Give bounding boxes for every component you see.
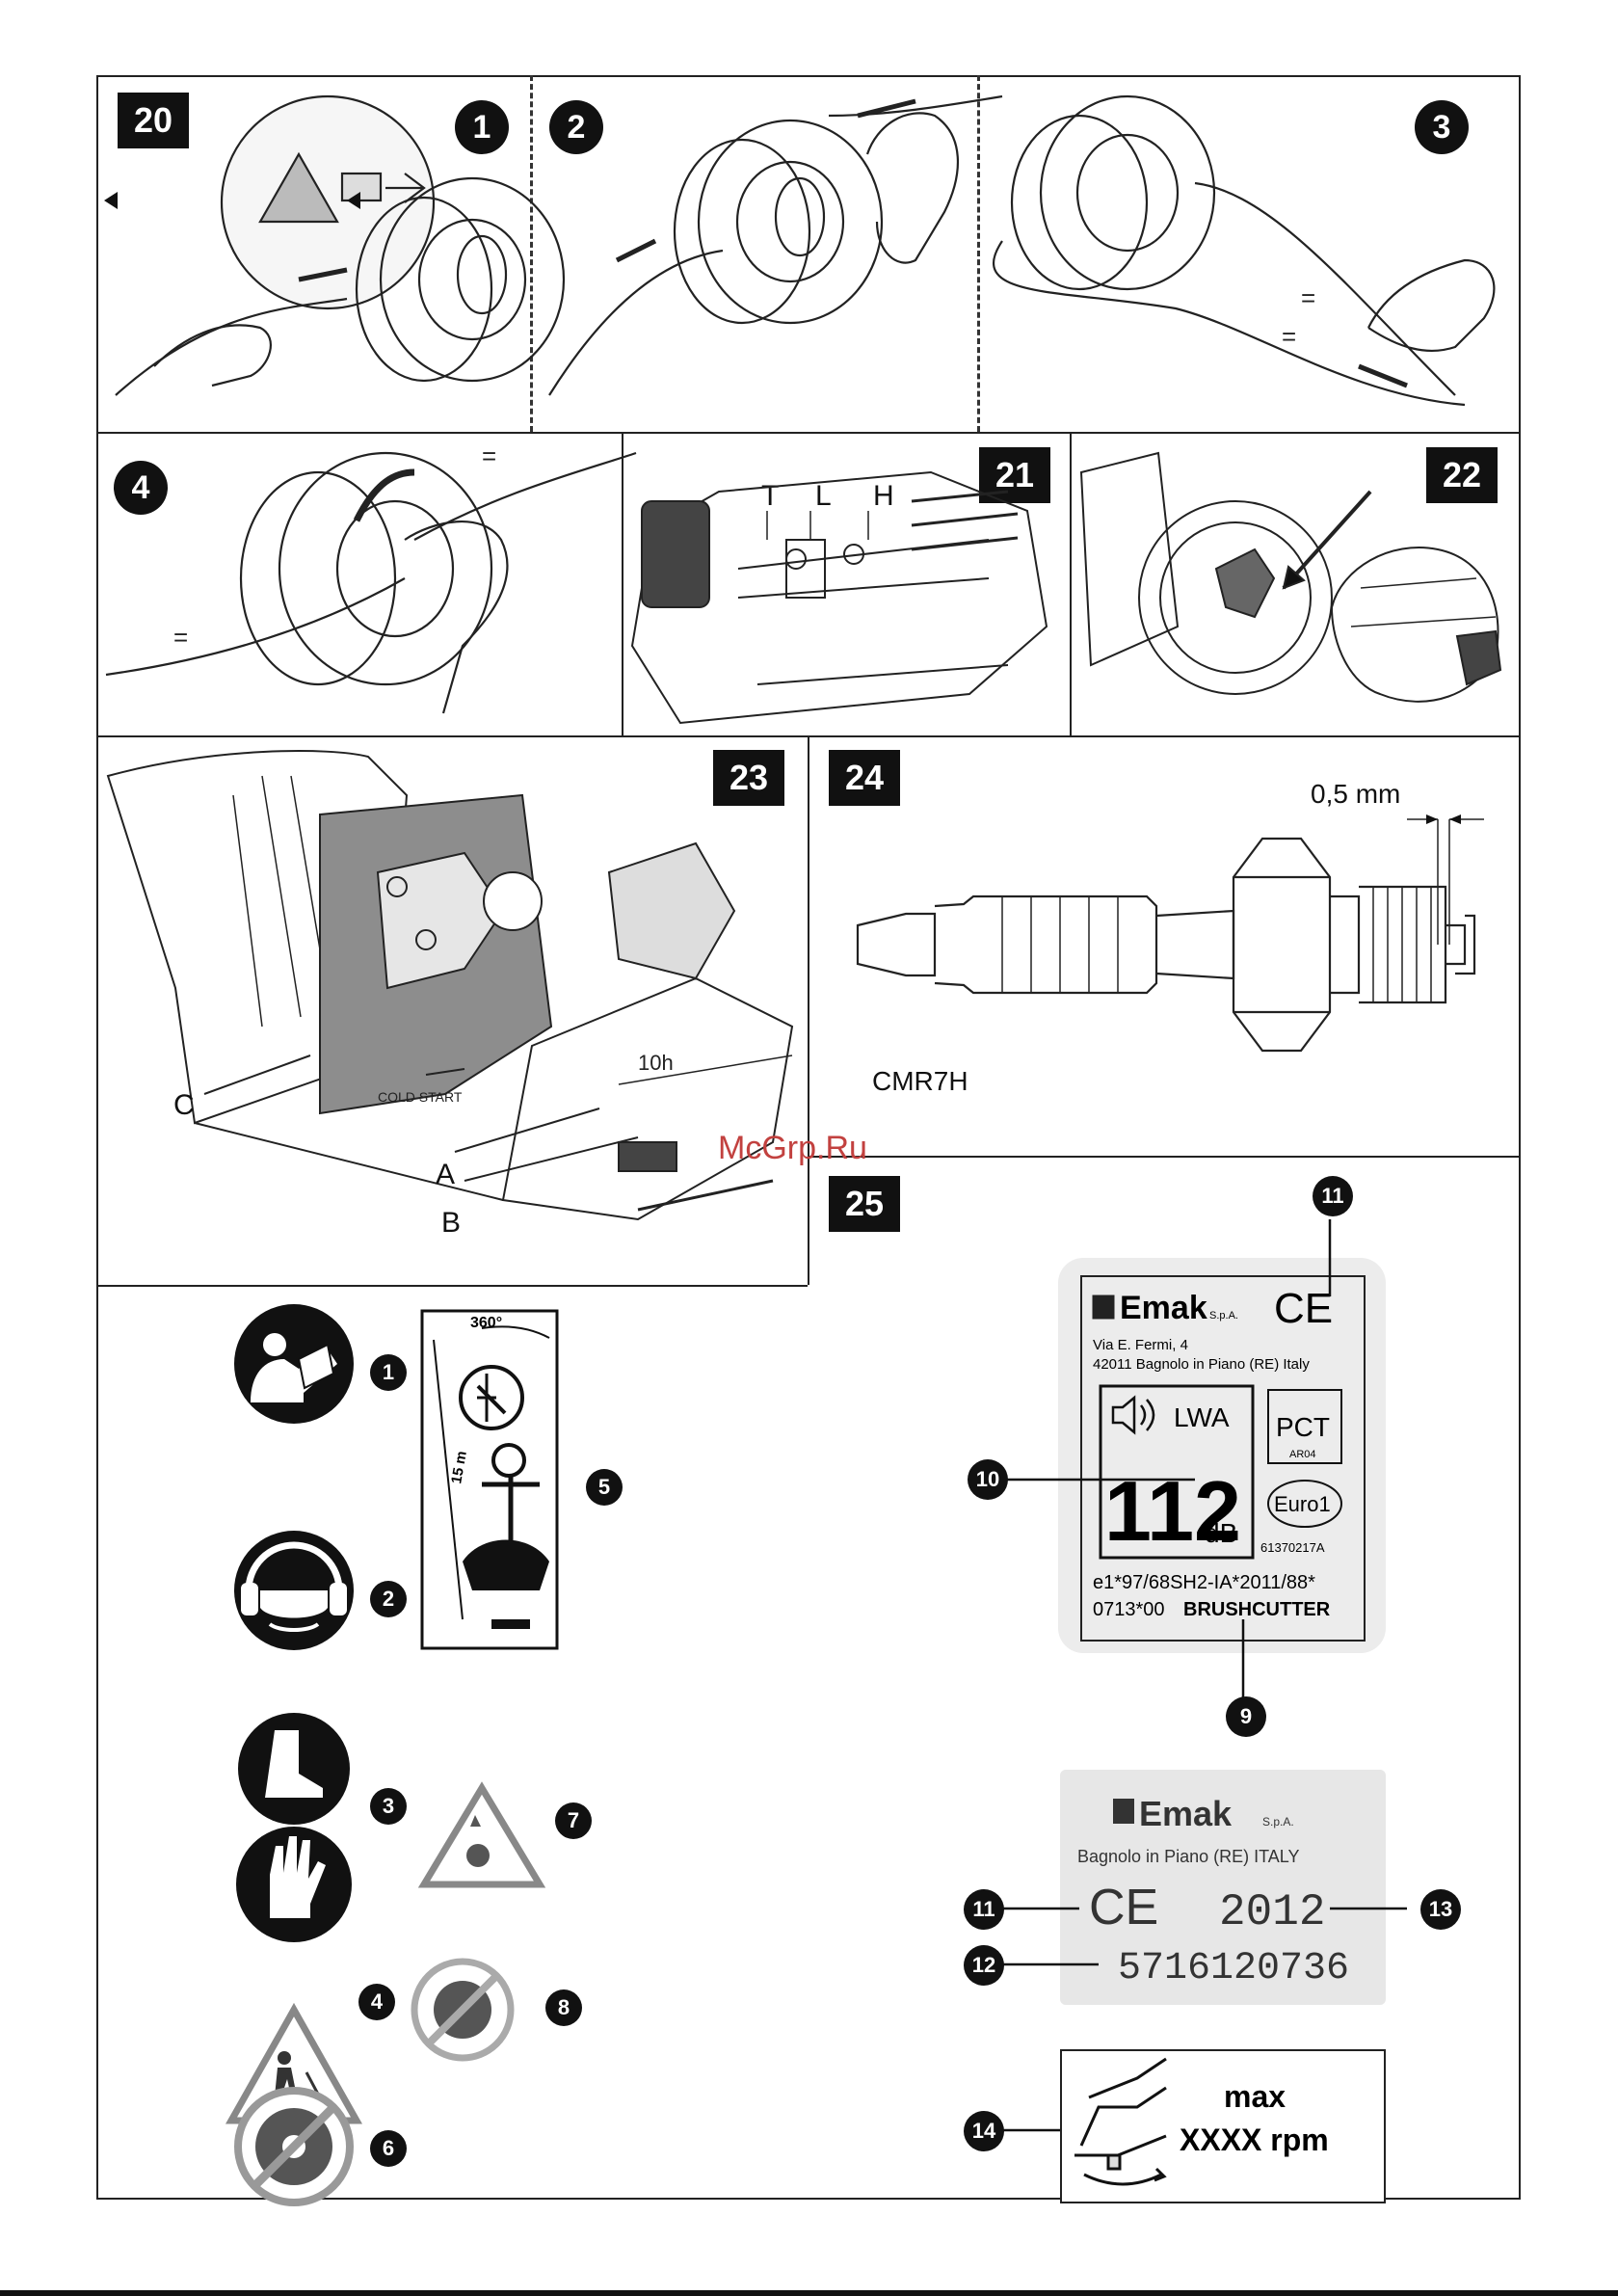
serial-plate-address: Bagnolo in Piano (RE) ITALY	[1077, 1847, 1299, 1866]
cutting-head-icon	[1074, 2057, 1167, 2186]
figure-badge-20: 20	[118, 93, 189, 148]
safety-symbols: 360° 15 m	[225, 1304, 559, 2206]
divider	[622, 432, 623, 735]
symbol-callout-6: 6	[370, 2130, 407, 2167]
divider	[808, 1156, 1521, 1158]
plate2-leaders	[991, 1907, 1407, 1966]
symbol-callout-4: 4	[358, 1984, 395, 2020]
label-b: B	[441, 1207, 462, 1239]
plate-brand: Emak	[1120, 1290, 1207, 1326]
electrode-gap-label: 0,5 mm	[1311, 779, 1401, 809]
plate-euro-mark: Euro1	[1274, 1492, 1331, 1516]
serial-plate-ce: CE	[1089, 1880, 1158, 1936]
svg-text:=: =	[482, 441, 496, 470]
distance-label: 15 m	[448, 1450, 470, 1485]
max-rpm-callout-14: 14	[964, 2111, 1004, 2151]
svg-text:=: =	[173, 623, 188, 652]
air-filter-illustration	[1079, 451, 1502, 703]
figure-badge-23: 23	[713, 750, 784, 806]
rating-plate	[1058, 1258, 1386, 1653]
step-3: 3	[1415, 100, 1469, 154]
label-a: A	[436, 1159, 456, 1190]
thrown-objects-warning-icon	[417, 1781, 546, 1888]
watermark: McGrp.Ru	[718, 1130, 867, 1166]
label-c: C	[173, 1089, 195, 1121]
trimmer-head-illustrations: == ==	[104, 94, 1496, 714]
serial-plate-year: 2012	[1219, 1887, 1325, 1937]
symbol-callout-8: 8	[545, 1989, 582, 2026]
hazard-zone-15m-icon	[420, 1309, 559, 1650]
serial-plate-brand: Emak	[1139, 1794, 1233, 1833]
no-metal-blade-icon	[411, 1958, 515, 2062]
plate-lwa-unit: dB	[1205, 1518, 1237, 1548]
symbol-callout-7: 7	[555, 1802, 592, 1839]
plate-callout-10: 10	[968, 1459, 1008, 1500]
plate-line-1: e1*97/68SH2-IA*2011/88*	[1093, 1572, 1315, 1593]
boots-gloves-icon	[236, 1713, 352, 1942]
serial-callout-11: 11	[964, 1889, 1004, 1930]
plate-callout-11: 11	[1313, 1176, 1353, 1216]
plate-address-2: 42011 Bagnolo in Piano (RE) Italy	[1093, 1356, 1310, 1373]
serial-plate-number: 5716120736	[1118, 1947, 1349, 1990]
figure-badge-22: 22	[1426, 447, 1498, 503]
no-saw-blade-icon	[234, 2087, 354, 2206]
divider	[808, 735, 809, 1285]
plate-line-2b: BRUSHCUTTER	[1183, 1599, 1331, 1620]
symbol-callout-2: 2	[370, 1581, 407, 1617]
symbol-callout-3: 3	[370, 1788, 407, 1825]
dashed-divider	[530, 75, 533, 432]
carburetor-illustration	[630, 470, 1048, 725]
sticker-10h: 10h	[638, 1051, 674, 1075]
plate-line-2a: 0713*00	[1093, 1599, 1165, 1620]
step-2: 2	[549, 100, 603, 154]
serial-callout-12: 12	[964, 1945, 1004, 1986]
page-frame	[96, 75, 1521, 2200]
plate-pct-mark: PCT	[1276, 1412, 1330, 1442]
engine-cover-illustration: COLD START 10h	[106, 750, 794, 1221]
max-rpm-line-1: max	[1224, 2079, 1286, 2114]
plate-ce-mark: CE	[1274, 1285, 1333, 1332]
step-4: 4	[114, 461, 168, 515]
plate-callout-9: 9	[1226, 1696, 1266, 1737]
serial-plate-content: Emak S.p.A. Bagnolo in Piano (RE) ITALY …	[1077, 1794, 1349, 1990]
spark-plug-illustration	[856, 814, 1484, 1053]
plate1-leaders	[993, 1219, 1332, 1701]
figure-badge-25: 25	[829, 1176, 900, 1232]
svg-text:=: =	[1301, 283, 1315, 312]
label-l: L	[815, 480, 832, 512]
plate-lwa-label: LWA	[1174, 1402, 1230, 1432]
plate-code: 61370217A	[1260, 1540, 1325, 1555]
angle-label: 360°	[470, 1315, 502, 1331]
max-rpm-plate	[1060, 2049, 1386, 2203]
sticker-cold-start: COLD START	[378, 1089, 463, 1105]
serial-plate-brand-suffix: S.p.A.	[1262, 1815, 1294, 1829]
plate-brand-suffix: S.p.A.	[1209, 1310, 1238, 1322]
divider	[1070, 432, 1072, 735]
serial-callout-13: 13	[1420, 1889, 1461, 1930]
figure-badge-24: 24	[829, 750, 900, 806]
plate-pct-code: AR04	[1289, 1449, 1316, 1460]
spark-plug-model: CMR7H	[872, 1066, 968, 1096]
symbol-callout-5: 5	[586, 1469, 623, 1506]
max-rpm-content: max XXXX rpm	[1074, 2057, 1329, 2186]
page-footer-rule	[0, 2290, 1618, 2296]
label-h: H	[873, 480, 894, 512]
plate-address-1: Via E. Fermi, 4	[1093, 1337, 1188, 1353]
read-manual-icon	[234, 1304, 354, 1424]
figure-badge-21: 21	[979, 447, 1050, 503]
step-1: 1	[455, 100, 509, 154]
speaker-icon	[1111, 1395, 1155, 1435]
divider	[96, 1285, 808, 1287]
max-rpm-line-2: XXXX rpm	[1180, 2122, 1329, 2157]
divider	[96, 432, 1521, 434]
ear-eye-protection-icon	[234, 1531, 354, 1650]
dashed-divider	[977, 75, 980, 432]
symbol-callout-1: 1	[370, 1354, 407, 1391]
svg-text:=: =	[1282, 322, 1296, 351]
